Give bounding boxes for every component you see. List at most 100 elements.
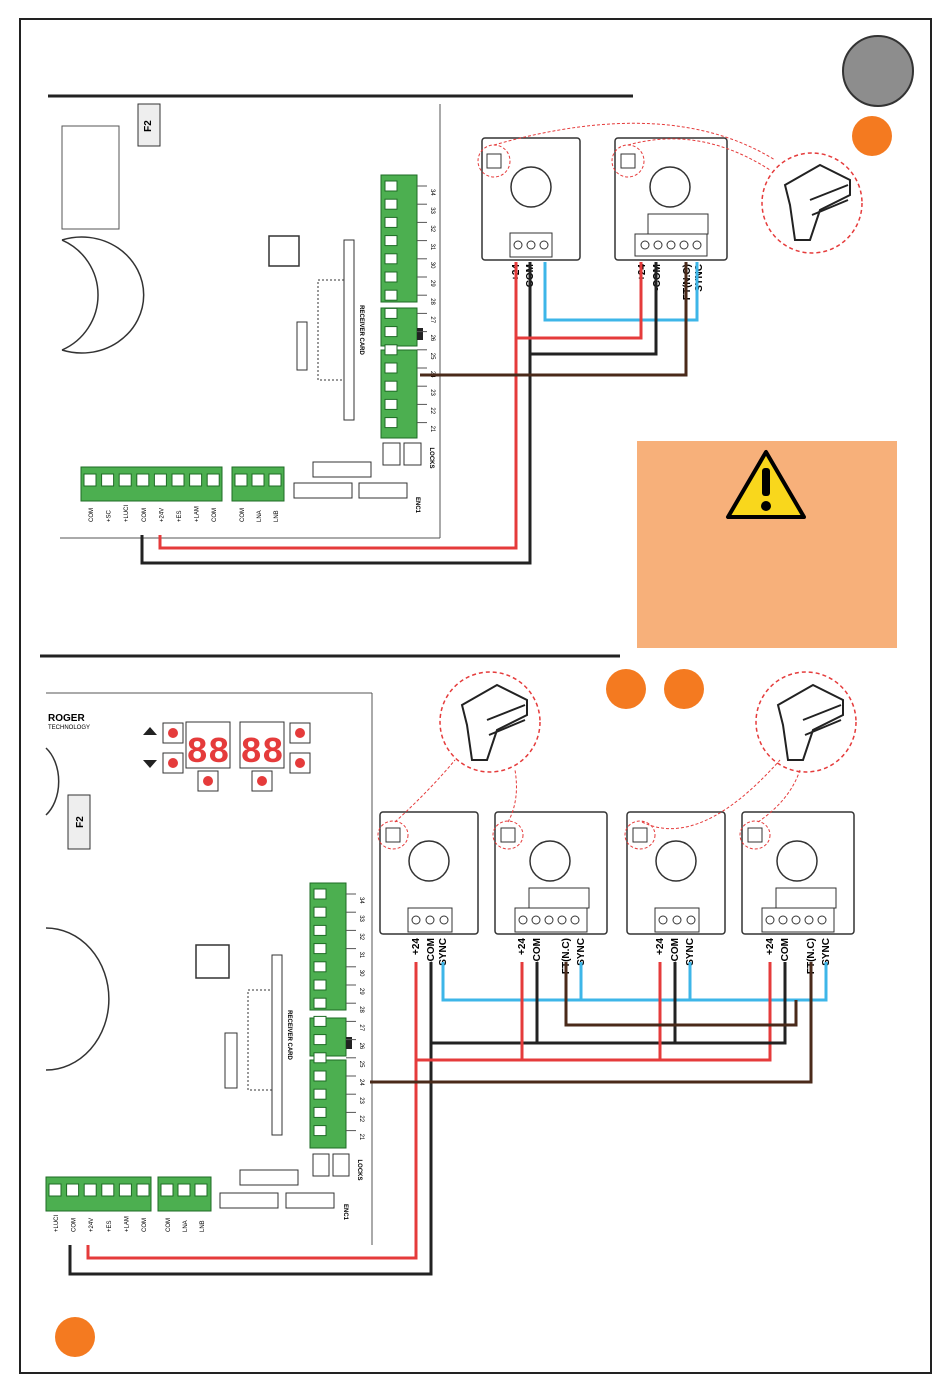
terminal-screw (313, 1106, 327, 1118)
top-photocell-rx (614, 137, 728, 261)
terminal-screw (83, 1183, 97, 1197)
terminal-screw (313, 888, 327, 900)
terminal-label: LNA (183, 1220, 189, 1232)
terminal-number: 24 (358, 1079, 364, 1086)
terminal-number: 26 (358, 1043, 364, 1050)
terminal-label: +ES (107, 1220, 113, 1232)
terminal-screw (313, 1088, 327, 1100)
terminal-number: 33 (358, 915, 364, 922)
gray-badge (842, 35, 914, 107)
terminal-number: 25 (429, 353, 435, 360)
terminal-screw (48, 1183, 62, 1197)
terminal-number: 29 (358, 988, 364, 995)
top-jumper-rx-highlight (611, 144, 645, 178)
terminal-label: +24V (159, 508, 165, 522)
jumper-connector-icon (776, 683, 844, 761)
terminal-screw (177, 1183, 191, 1197)
photocell-terminal-label: +24 (411, 938, 422, 955)
terminal-number: 32 (358, 933, 364, 940)
terminal-screw (384, 235, 398, 247)
photocell-terminal-label: SYNC (685, 938, 696, 966)
terminal-number: 26 (429, 335, 435, 342)
terminal-number: 22 (429, 407, 435, 414)
bottom-connector-2 (219, 1192, 279, 1209)
terminal-number: 33 (429, 207, 435, 214)
bottom-locks-connector (312, 1153, 350, 1177)
terminal-number: 21 (429, 426, 435, 433)
terminal-screw (384, 398, 398, 410)
terminal-number: 34 (358, 897, 364, 904)
terminal-label: +LAM (195, 506, 201, 522)
jumper-connector-icon (783, 163, 851, 241)
bottom-connector-1 (239, 1169, 299, 1186)
bottom-photocell-rx-2 (739, 811, 855, 935)
terminal-label: COM (72, 1218, 78, 1232)
orange-badge-mid-2 (664, 669, 704, 709)
terminal-screw (313, 1034, 327, 1046)
terminal-number: 23 (429, 389, 435, 396)
photocell-terminal-label: SYNC (576, 938, 587, 966)
terminal-number: 31 (429, 244, 435, 251)
terminal-number: 28 (429, 298, 435, 305)
terminal-number: 27 (429, 316, 435, 323)
terminal-screw (384, 326, 398, 338)
orange-badge-top (852, 116, 892, 156)
terminal-label: COM (142, 1218, 148, 1232)
terminal-screw (384, 344, 398, 356)
bottom-control-board (45, 692, 373, 1245)
terminal-screw (384, 380, 398, 392)
terminal-screw (153, 473, 167, 487)
terminal-screw (66, 1183, 80, 1197)
display-digits-right: 88 (240, 732, 283, 773)
terminal-screw (83, 473, 97, 487)
terminal-label: COM (89, 508, 95, 522)
photocell-terminal-label: -COM (670, 938, 681, 965)
terminal-number: 23 (358, 1097, 364, 1104)
terminal-screw (268, 473, 282, 487)
terminal-screw (251, 473, 265, 487)
photocell-terminal-label: SYNC (821, 938, 832, 966)
photocell-terminal-label: COM (780, 938, 791, 961)
photocell-terminal-label: -COM (426, 938, 437, 965)
terminal-screw (313, 924, 327, 936)
bottom-locks-label: LOCKS (356, 1160, 362, 1181)
terminal-label: +LAM (124, 1216, 130, 1232)
terminal-screw (384, 198, 398, 210)
jumper-connector-icon (460, 683, 528, 761)
terminal-number: 22 (358, 1115, 364, 1122)
bottom-jumper-arc-right (641, 759, 801, 830)
terminal-label: LNB (200, 1220, 206, 1232)
orange-badge-bottom (55, 1317, 95, 1357)
bottom-photocell-tx-2 (624, 811, 726, 935)
terminal-screw (234, 473, 248, 487)
terminal-screw (384, 417, 398, 429)
terminal-screw (313, 943, 327, 955)
terminal-screw (313, 1015, 327, 1027)
terminal-number: 30 (429, 262, 435, 269)
top-connector-2 (293, 482, 353, 499)
terminal-label: +LUCI (124, 504, 130, 522)
terminal-label: LNA (257, 510, 263, 522)
terminal-screw (384, 271, 398, 283)
terminal-number: 29 (429, 280, 435, 287)
terminal-screw (313, 1070, 327, 1082)
terminal-label: +LUCI (54, 1214, 60, 1232)
display-digits-left: 88 (186, 732, 229, 773)
terminal-screw (384, 362, 398, 374)
top-jumper-arc (493, 122, 776, 161)
top-connector-1 (312, 461, 372, 478)
terminal-screw (136, 473, 150, 487)
terminal-screw (160, 1183, 174, 1197)
bottom-jumper-arc-left (394, 759, 517, 823)
terminal-screw (313, 1052, 327, 1064)
terminal-screw (313, 906, 327, 918)
terminal-number: 27 (358, 1024, 364, 1031)
terminal-label: COM (142, 508, 148, 522)
terminal-label: COM (240, 508, 246, 522)
bottom-display (143, 721, 311, 792)
top-receiver-card-label: RECEIVER CARD (358, 305, 364, 355)
terminal-screw (101, 1183, 115, 1197)
top-photocell-tx (481, 137, 581, 261)
terminal-screw (384, 289, 398, 301)
